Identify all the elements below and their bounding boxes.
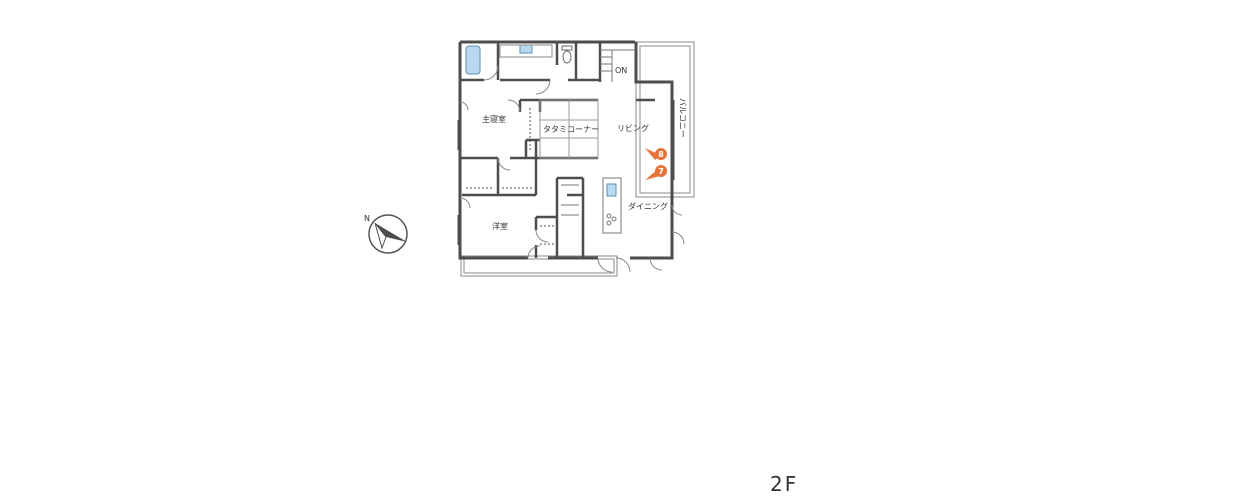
tatami-corner-label: タタミコーナー	[543, 125, 599, 134]
windows	[457, 100, 675, 245]
svg-text:8: 8	[658, 150, 664, 159]
svg-text:7: 7	[658, 167, 664, 176]
interior-walls	[460, 42, 655, 258]
bathtub-icon	[465, 45, 481, 75]
stairs	[561, 49, 636, 216]
stove-icon	[606, 213, 617, 226]
bottom-balcony-outline	[460, 255, 618, 277]
vanity-counter	[499, 44, 553, 58]
balcony-outline	[635, 41, 695, 198]
kitchen-island	[602, 177, 622, 234]
sink-icon	[606, 183, 617, 197]
floor-label: 2F	[770, 472, 799, 496]
balcony-label: バルコニー	[678, 98, 687, 138]
western-room-label: 洋室	[492, 221, 508, 231]
compass-icon: N	[364, 214, 408, 254]
door-swings	[459, 65, 685, 273]
on-label: ON	[615, 66, 627, 75]
dining-label: ダイニング	[628, 201, 668, 211]
tatami-mats	[539, 99, 599, 159]
viewpoint-marker-8[interactable]: 8	[645, 148, 667, 160]
toilet-icon	[561, 45, 573, 64]
compass-north-label: N	[364, 214, 370, 223]
outer-walls	[458, 40, 674, 260]
living-label: リビング	[617, 123, 649, 133]
washbasin-icon	[519, 44, 533, 54]
closet-rails	[466, 108, 555, 245]
master-bedroom-label: 主寝室	[482, 114, 506, 124]
viewpoint-marker-7[interactable]: 7	[645, 165, 667, 180]
